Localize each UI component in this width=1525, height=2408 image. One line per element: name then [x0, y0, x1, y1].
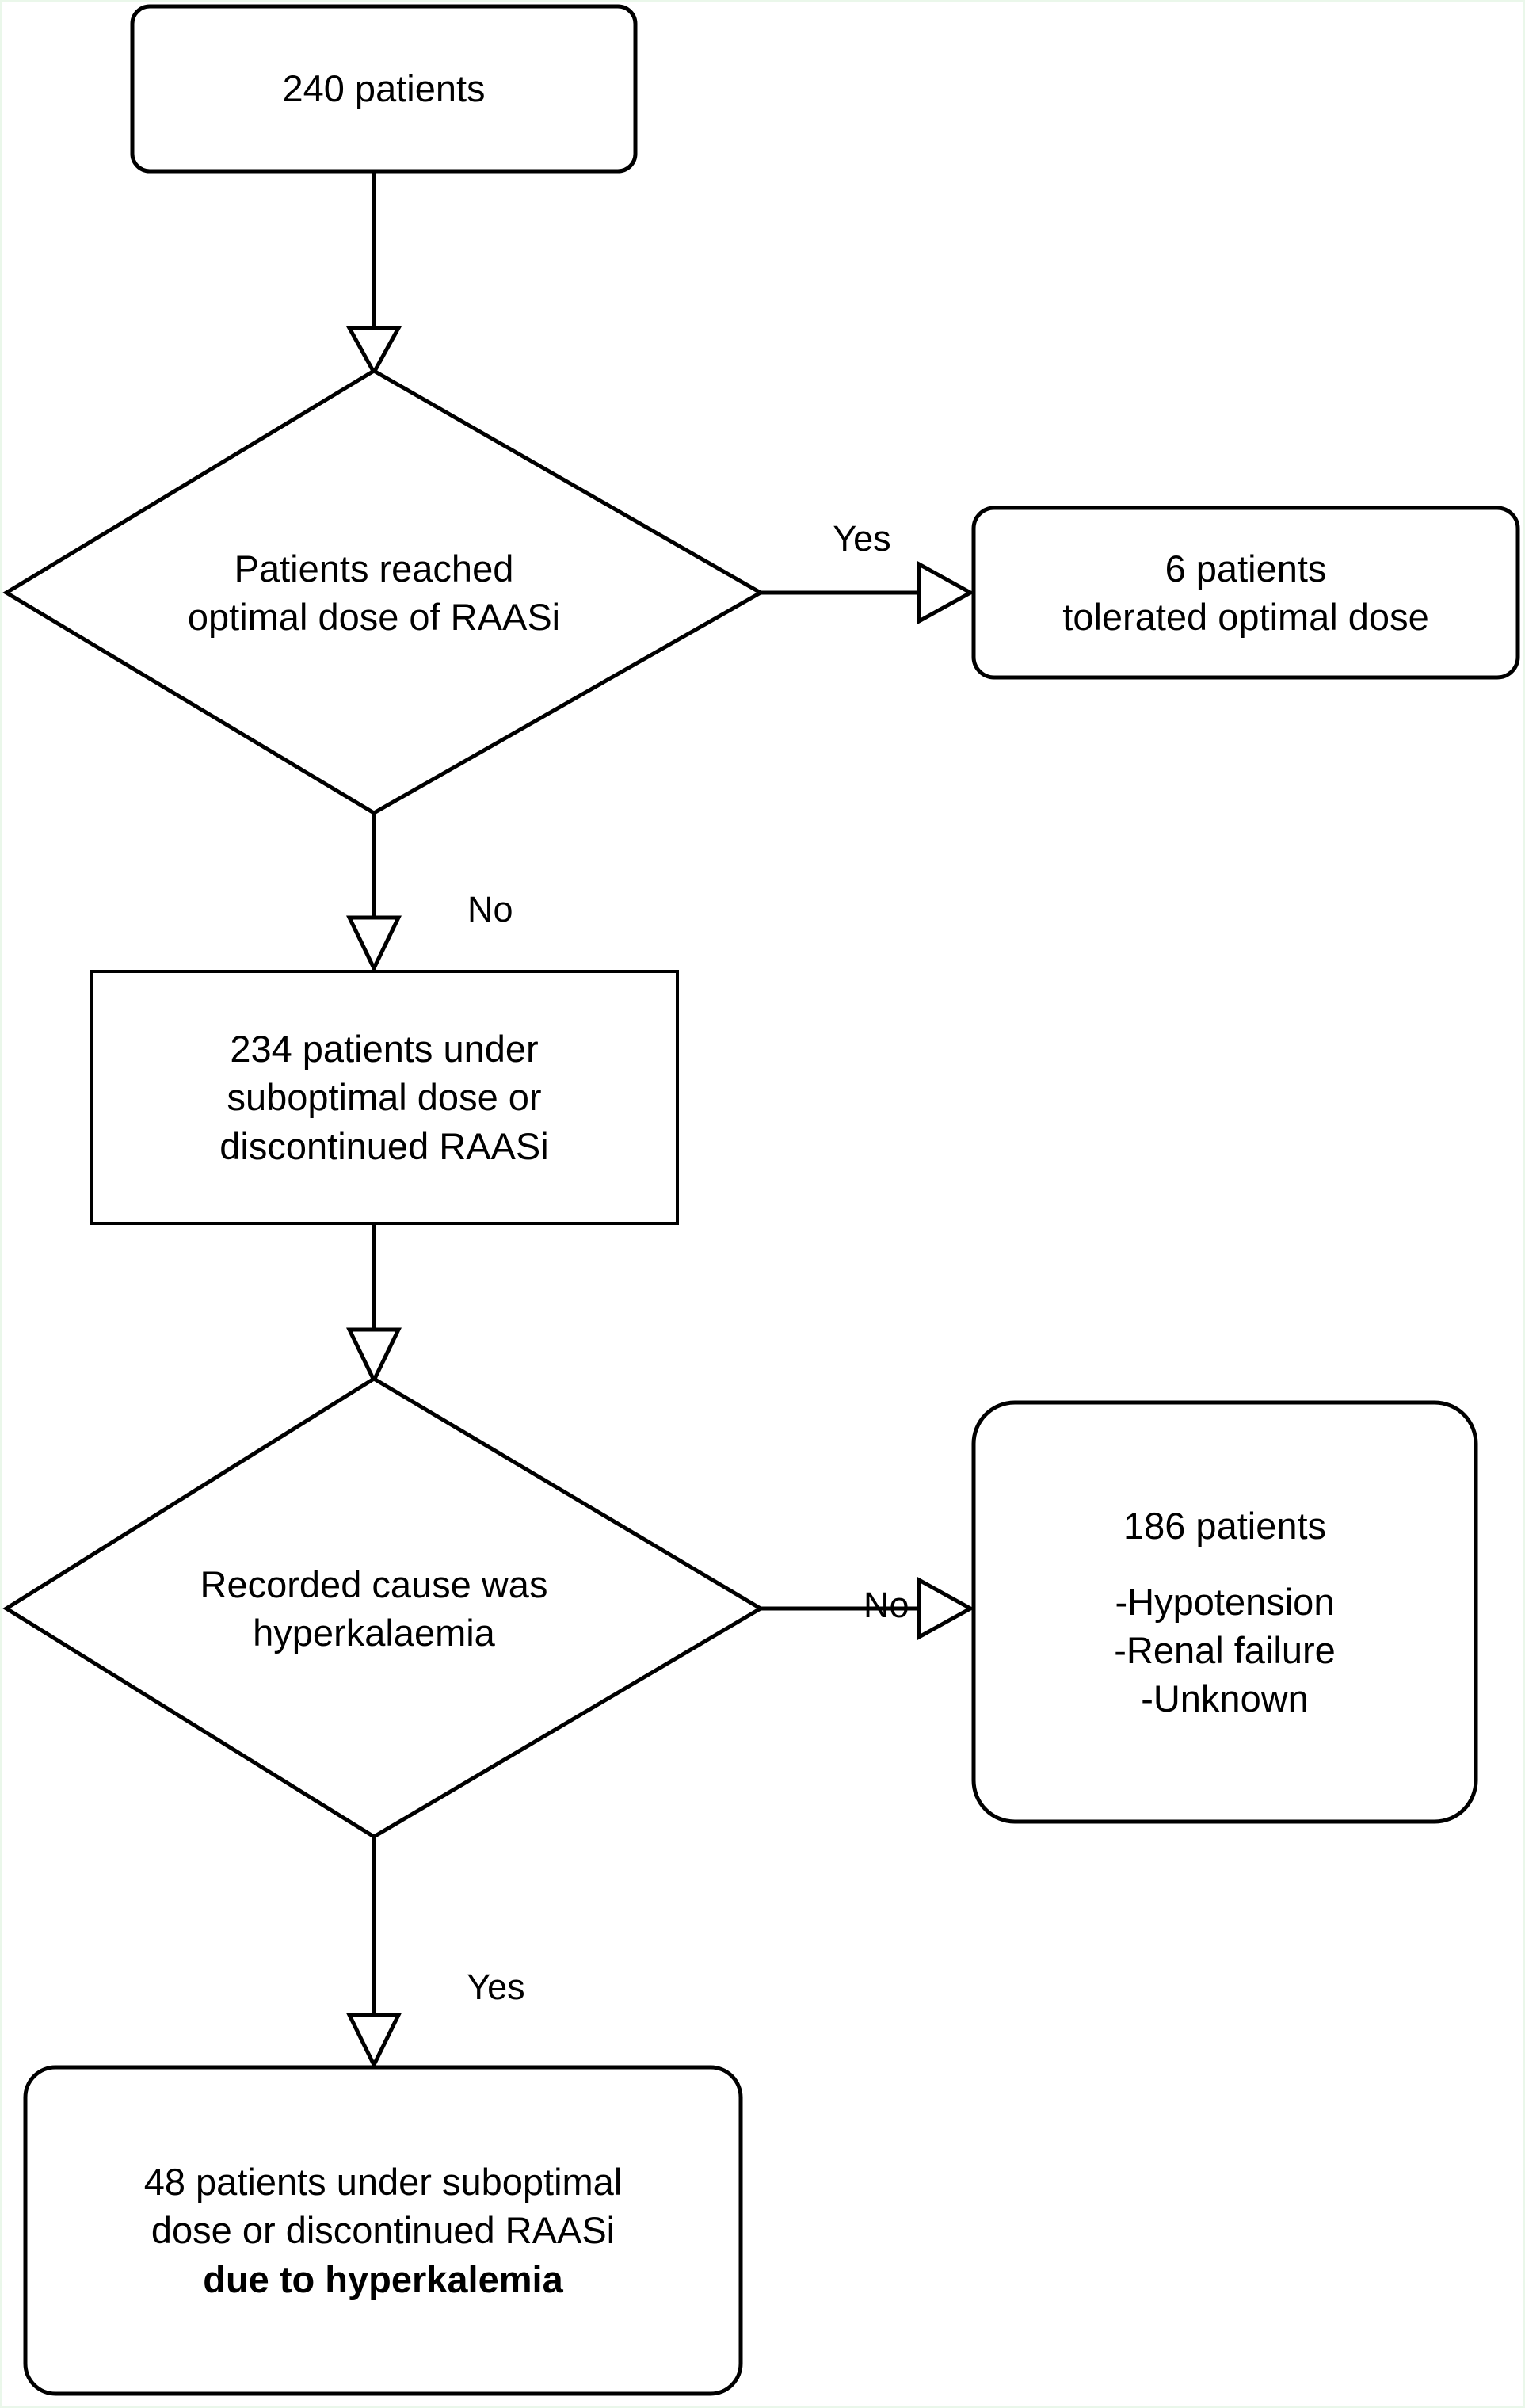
edge-suboptimal-to-decision2-arrowhead	[346, 1327, 402, 1385]
edge-decision2-no-arrowhead	[917, 1576, 975, 1641]
node-final-48-shape[interactable]	[23, 2065, 743, 2396]
edge-decision2-no-text: No	[864, 1585, 909, 1625]
edge-decision1-yes-label: Yes	[794, 485, 891, 592]
edge-decision1-yes-text: Yes	[833, 518, 891, 559]
edge-decision1-no-label: No	[428, 856, 513, 963]
edge-decision1-yes-arrowhead	[917, 560, 975, 625]
edge-start-to-decision1-arrowhead	[345, 326, 402, 377]
edge-decision2-yes-label: Yes	[428, 1933, 525, 2040]
node-decision-cause-shape[interactable]	[2, 1376, 764, 1839]
edge-decision2-yes-arrowhead	[345, 2013, 402, 2070]
edge-decision2-no-label: No	[824, 1551, 909, 1658]
edge-decision2-yes-text: Yes	[467, 1967, 525, 2007]
node-decision-optimal-dose-shape[interactable]	[2, 368, 765, 815]
node-other-causes-186-shape[interactable]	[971, 1400, 1478, 1824]
edge-decision1-no-arrowhead	[346, 915, 402, 973]
edge-decision1-no-text: No	[467, 889, 513, 929]
node-tolerated-shape[interactable]	[971, 506, 1520, 680]
node-suboptimal-234-shape[interactable]	[90, 970, 679, 1225]
node-start-shape[interactable]	[130, 4, 638, 174]
